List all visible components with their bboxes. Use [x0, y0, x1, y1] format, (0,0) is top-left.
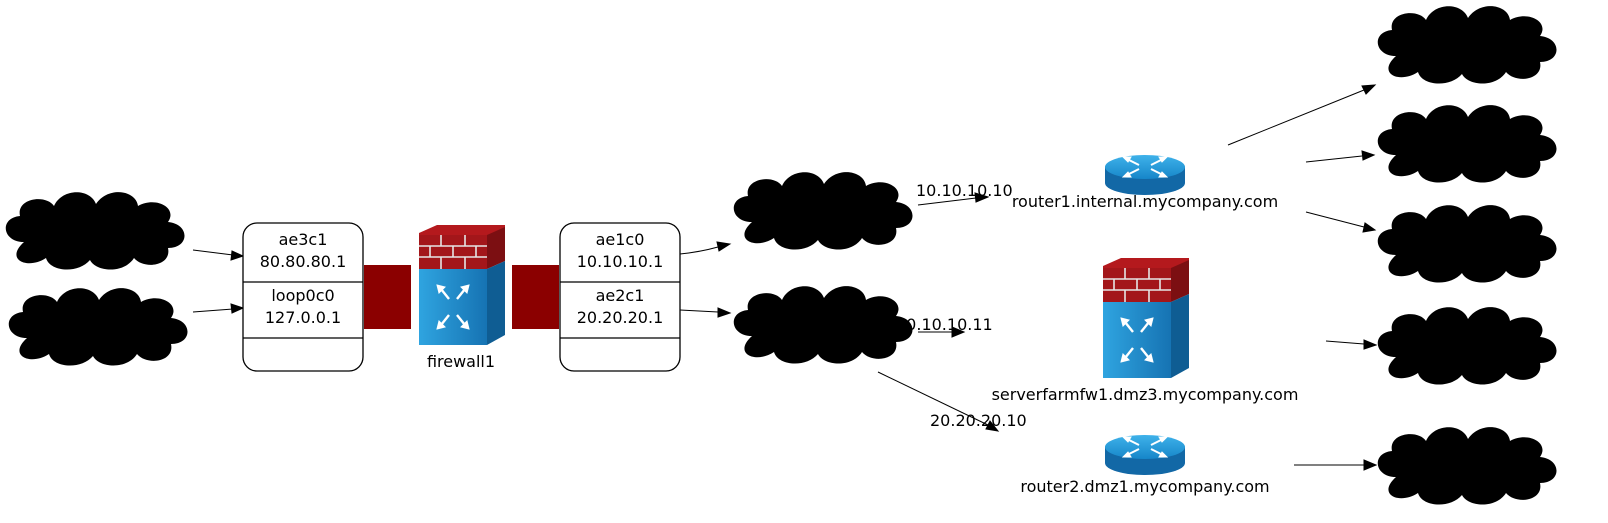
router-icon: [1105, 155, 1185, 195]
firewall1-left-interfaces: ae3c1 80.80.80.1 loop0c0 127.0.0.1: [242, 222, 364, 372]
edge-label-router1: 10.10.10.10: [916, 181, 1013, 200]
edge-serverfarmfw1-to-70: [1325, 340, 1365, 345]
interface-ip: 20.20.20.1: [577, 308, 664, 327]
network-cloud-loopback: 127.0.0.1/32: [8, 288, 188, 366]
network-cidr: 10.10.10.0/29: [766, 191, 878, 210]
router-icon: [1105, 435, 1185, 475]
edge-label-router2: 20.20.20.10: [930, 411, 1027, 430]
router1-label: router1.internal.mycompany.com: [1012, 192, 1278, 211]
edge-router1-to-50: [1305, 211, 1365, 228]
firewall1-right-interfaces: ae1c0 10.10.10.1 ae2c1 20.20.20.1: [559, 222, 681, 372]
firewall1-right-connector: [512, 265, 559, 329]
interface-name: ae3c1: [279, 230, 328, 249]
network-cloud-70: 70.70.70.0/24: [1377, 307, 1557, 385]
edge-dmz1-to-router2: [877, 371, 989, 426]
edge-dmz2-to-firewall: [192, 249, 234, 256]
network-cloud-50: 50.50.50.0/24 dmz3: [1377, 205, 1557, 283]
firewall-icon: [1103, 258, 1189, 378]
network-cloud-30: 30.30.30.0/24: [1377, 6, 1557, 84]
network-cidr: 30.30.30.0/24: [1410, 35, 1522, 54]
edges: [192, 84, 1378, 471]
network-cidr: 70.70.70.0/24: [1410, 336, 1522, 355]
network-cidr: 80.80.80.0/28: [41, 207, 153, 226]
network-cloud-dmz2: 80.80.80.0/28 dmz2: [5, 192, 185, 270]
serverfarmfw1-label: serverfarmfw1.dmz3.mycompany.com: [992, 385, 1299, 404]
network-cloud-dmz1: 20.20.20.0/28 dmz1: [733, 286, 913, 364]
network-cloud-40: 40.40.40.0/24: [1377, 105, 1557, 183]
edge-label-serverfarmfw1: 10.10.10.11: [896, 315, 993, 334]
firewall1-left-connector: [364, 265, 411, 329]
edge-router1-to-30: [1227, 89, 1365, 146]
network-cloud-60: 60.60.60.0/24: [1377, 427, 1557, 505]
edge-firewall-to-internal: [679, 246, 719, 255]
interface-ip: 10.10.10.1: [577, 252, 664, 271]
edge-loop-to-firewall: [192, 308, 234, 313]
edge-router1-to-40: [1305, 155, 1363, 163]
interface-ip: 80.80.80.1: [260, 252, 347, 271]
network-cidr: 60.60.60.0/24: [1410, 456, 1522, 475]
interface-name: ae1c0: [596, 230, 645, 249]
network-cidr: 20.20.20.0/28: [766, 309, 878, 328]
firewall1-label: firewall1: [427, 352, 495, 371]
network-cidr: 127.0.0.1/32: [46, 318, 148, 337]
network-zone: internal: [791, 214, 852, 233]
interface-name: loop0c0: [271, 286, 334, 305]
network-cloud-internal: 10.10.10.0/29 internal: [733, 172, 913, 250]
edge-internal-to-router1: [917, 197, 977, 206]
router2-label: router2.dmz1.mycompany.com: [1020, 477, 1269, 496]
network-zone: dmz2: [75, 229, 119, 248]
network-cidr: 50.50.50.0/24: [1410, 224, 1522, 243]
firewall-icon: [419, 225, 505, 345]
network-zone: dmz3: [1444, 246, 1488, 265]
network-cidr: 40.40.40.0/24: [1410, 134, 1522, 153]
interface-ip: 127.0.0.1: [265, 308, 341, 327]
interface-name: ae2c1: [596, 286, 645, 305]
network-zone: dmz1: [800, 331, 844, 350]
edge-firewall-to-dmz1: [679, 309, 719, 313]
